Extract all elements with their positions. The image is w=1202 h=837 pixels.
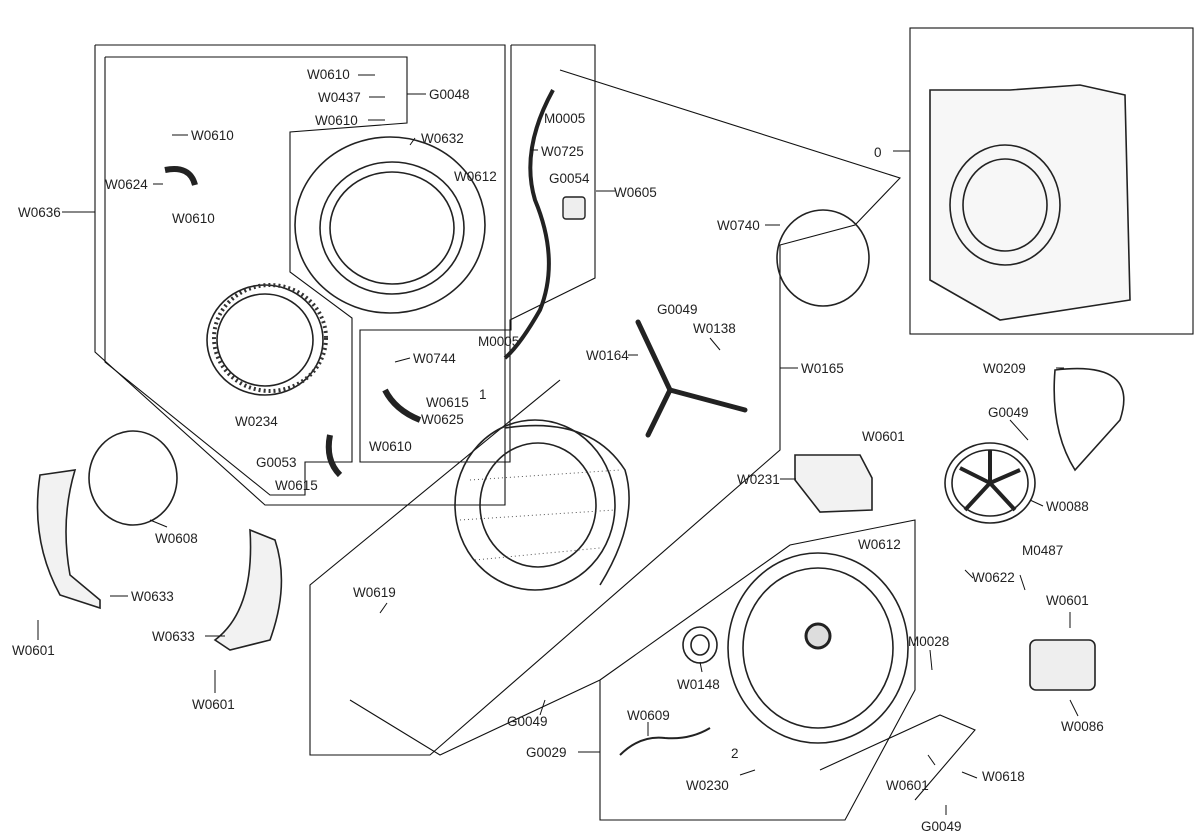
outline-w0636 xyxy=(94,44,506,506)
label-w0624: W0624 xyxy=(105,177,148,192)
label-w0612-b: W0612 xyxy=(858,537,901,552)
label-w0610-a: W0610 xyxy=(307,67,350,82)
leader-lines xyxy=(37,74,1079,815)
outline-w0618 xyxy=(819,714,976,801)
label-num-1: 1 xyxy=(479,387,487,402)
label-g0049-b: G0049 xyxy=(988,405,1029,420)
label-w0618: W0618 xyxy=(982,769,1025,784)
label-m0005-a: M0005 xyxy=(544,111,585,126)
label-g0049-c: G0049 xyxy=(507,714,548,729)
label-w0086: W0086 xyxy=(1061,719,1104,734)
label-w0601-b: W0601 xyxy=(192,697,235,712)
label-g0054: G0054 xyxy=(549,171,590,186)
label-w0610-b: W0610 xyxy=(315,113,358,128)
outline-g0048-inner xyxy=(104,56,408,496)
label-g0049-d: G0049 xyxy=(921,819,962,834)
label-w0740: W0740 xyxy=(717,218,760,233)
label-w0231: W0231 xyxy=(737,472,780,487)
label-m0028: M0028 xyxy=(908,634,949,649)
tub-front-ring-w0632 xyxy=(294,136,486,314)
label-w0209: W0209 xyxy=(983,361,1026,376)
outline-g0029 xyxy=(349,679,601,756)
label-w0138: W0138 xyxy=(693,321,736,336)
label-w0632: W0632 xyxy=(421,131,464,146)
label-w0601-a: W0601 xyxy=(12,643,55,658)
drum-w0165 xyxy=(454,419,630,591)
label-w0615-b: W0615 xyxy=(275,478,318,493)
pulley-w0088 xyxy=(944,442,1036,524)
label-w0437: W0437 xyxy=(318,90,361,105)
label-w0605: W0605 xyxy=(614,185,657,200)
label-zero: 0 xyxy=(874,145,882,160)
counterweight-w0633-right xyxy=(213,528,283,651)
label-w0636: W0636 xyxy=(18,205,61,220)
hose-w0625 xyxy=(382,388,422,423)
label-w0610-e: W0610 xyxy=(369,439,412,454)
label-w0625: W0625 xyxy=(421,412,464,427)
label-w0609: W0609 xyxy=(627,708,670,723)
group-outlines xyxy=(94,27,1194,821)
part-sketches xyxy=(36,84,1131,756)
label-w0633-a: W0633 xyxy=(131,589,174,604)
label-w0230: W0230 xyxy=(686,778,729,793)
assembly-illustration xyxy=(929,84,1131,321)
label-g0053: G0053 xyxy=(256,455,297,470)
label-m0487: M0487 xyxy=(1022,543,1063,558)
label-g0049-a: G0049 xyxy=(657,302,698,317)
rear-tub-w0230 xyxy=(727,552,909,744)
door-gasket-w0234 xyxy=(206,283,328,396)
label-w0610-d: W0610 xyxy=(172,211,215,226)
spider-w0164 xyxy=(635,319,748,438)
outline-assembly-0 xyxy=(909,27,1194,335)
label-w0633-b: W0633 xyxy=(152,629,195,644)
label-w0164: W0164 xyxy=(586,348,629,363)
bracket-w0231 xyxy=(794,454,873,513)
damper-g0054 xyxy=(562,196,586,220)
label-num-2: 2 xyxy=(731,746,739,761)
hose-w0725 xyxy=(503,89,555,360)
counterweight-w0633-left xyxy=(36,469,101,610)
label-g0048: G0048 xyxy=(429,87,470,102)
label-w0744: W0744 xyxy=(413,351,456,366)
seal-w0608 xyxy=(88,430,178,526)
bearing-w0148 xyxy=(682,626,718,664)
outline-w0230 xyxy=(599,519,916,821)
label-g0029: G0029 xyxy=(526,745,567,760)
label-w0601-d: W0601 xyxy=(1046,593,1089,608)
label-w0608: W0608 xyxy=(155,531,198,546)
label-w0622: W0622 xyxy=(972,570,1015,585)
motor-w0086 xyxy=(1029,639,1096,691)
label-w0601-c: W0601 xyxy=(862,429,905,444)
label-w0619: W0619 xyxy=(353,585,396,600)
hose-g0053 xyxy=(325,434,343,478)
label-w0610-c: W0610 xyxy=(191,128,234,143)
outline-w0165 xyxy=(309,69,902,756)
outline-w0605 xyxy=(359,44,596,463)
label-w0725: W0725 xyxy=(541,144,584,159)
label-w0234: W0234 xyxy=(235,414,278,429)
part-labels: W0610 W0437 G0048 W0610 W0632 W0610 W061… xyxy=(12,67,1104,834)
label-w0088: W0088 xyxy=(1046,499,1089,514)
sensor-w0609 xyxy=(619,727,711,756)
label-w0612-a: W0612 xyxy=(454,169,497,184)
label-w0148: W0148 xyxy=(677,677,720,692)
label-w0615-a: W0615 xyxy=(426,395,469,410)
label-w0165: W0165 xyxy=(801,361,844,376)
label-w0601-e: W0601 xyxy=(886,778,929,793)
belt-seal-w0740 xyxy=(776,209,870,307)
pump-hose-w0624 xyxy=(164,166,198,186)
label-m0005-b: M0005 xyxy=(478,334,519,349)
belt-w0209 xyxy=(1053,367,1125,472)
